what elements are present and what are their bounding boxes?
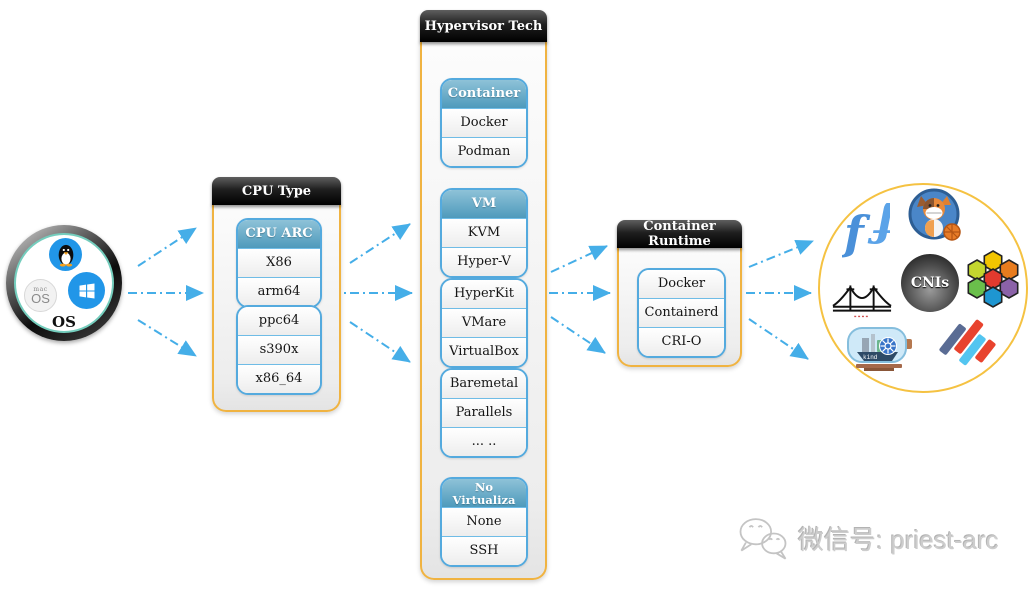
- arrow-hyp-rt-up: [550, 245, 608, 273]
- list-item: KVM: [442, 218, 526, 247]
- cpu-type-title: CPU Type: [212, 177, 341, 205]
- no-virtualization-header: No Virtualiza: [442, 479, 526, 507]
- no-virtualization-header-line1: No: [474, 480, 494, 494]
- os-label: OS: [52, 313, 76, 331]
- list-item: Parallels: [442, 398, 526, 427]
- list-item: s390x: [238, 335, 320, 364]
- container-runtime-title: Container Runtime: [617, 219, 742, 249]
- arrow-hyp-rt-down: [550, 316, 606, 354]
- vm-group-header: VM: [442, 190, 526, 218]
- list-item: VMare: [442, 308, 526, 337]
- svg-text:kind: kind: [863, 354, 878, 361]
- linux-tux-icon: [49, 238, 82, 271]
- cpu-arc-header: CPU ARC: [238, 220, 320, 248]
- kind-logo: kind: [844, 318, 916, 380]
- list-item: arm64: [238, 277, 320, 306]
- list-item: ppc64: [238, 307, 320, 335]
- calico-logo: [906, 186, 966, 250]
- list-item: Docker: [639, 270, 724, 298]
- wechat-icon: [739, 518, 787, 560]
- no-virtualization-header-line2: Virtualiza: [452, 493, 516, 507]
- list-item: Containerd: [639, 298, 724, 327]
- svg-text:f: f: [867, 203, 890, 252]
- list-item: x86_64: [238, 364, 320, 393]
- vm-group-3: Baremetal Parallels ... ..: [440, 368, 528, 458]
- hypervisor-tech-panel: Hypervisor Tech Container Docker Podman …: [420, 10, 547, 580]
- cni-center-badge: CNIs: [901, 254, 959, 312]
- cpu-arc-group-2: ppc64 s390x x86_64: [236, 305, 322, 395]
- flannel-logo: f f: [841, 198, 897, 267]
- vm-group-2: HyperKit VMare VirtualBox: [440, 278, 528, 368]
- list-item: SSH: [442, 536, 526, 565]
- list-item: VirtualBox: [442, 337, 526, 366]
- list-item: Baremetal: [442, 370, 526, 398]
- cpu-arc-group: CPU ARC X86 arm64: [236, 218, 322, 308]
- cpu-type-panel: CPU Type CPU ARC X86 arm64 ppc64 s390x x…: [212, 177, 341, 412]
- list-item: Docker: [442, 108, 526, 137]
- list-item: Podman: [442, 137, 526, 166]
- arrow-rt-cni-down: [748, 318, 809, 360]
- arrow-cpu-hyp-up: [349, 223, 411, 264]
- list-item: ... ..: [442, 427, 526, 456]
- bridge-logo: [831, 276, 893, 326]
- kube-router-logo: [938, 311, 1000, 377]
- windows-icon: [68, 272, 105, 309]
- list-item: None: [442, 507, 526, 536]
- no-virtualization-group: No Virtualiza None SSH: [440, 477, 528, 567]
- list-item: X86: [238, 248, 320, 277]
- watermark: 微信号: priest-arc: [736, 514, 999, 562]
- os-node: mac OS OS: [6, 225, 122, 341]
- cilium-logo: [964, 249, 1022, 313]
- arrow-os-cpu-up: [137, 227, 197, 267]
- watermark-text: 微信号: priest-arc: [798, 524, 999, 555]
- hypervisor-tech-title: Hypervisor Tech: [420, 10, 547, 42]
- container-group: Container Docker Podman: [440, 78, 528, 168]
- list-item: HyperKit: [442, 280, 526, 308]
- cni-node: f f: [818, 183, 1028, 393]
- list-item: Hyper-V: [442, 247, 526, 276]
- arrow-rt-cni-up: [748, 239, 814, 268]
- list-item: CRI-O: [639, 327, 724, 356]
- svg-text:f: f: [842, 206, 871, 260]
- macos-icon: mac OS: [24, 279, 57, 312]
- macos-label: OS: [31, 290, 50, 306]
- container-group-header: Container: [442, 80, 526, 108]
- arrow-os-cpu-down: [137, 319, 197, 357]
- macos-label-top: mac: [33, 285, 48, 293]
- vm-group: VM KVM Hyper-V: [440, 188, 528, 278]
- arrow-cpu-hyp-down: [349, 321, 411, 363]
- runtime-group: Docker Containerd CRI-O: [637, 268, 726, 358]
- container-runtime-panel: Container Runtime Docker Containerd CRI-…: [617, 219, 742, 367]
